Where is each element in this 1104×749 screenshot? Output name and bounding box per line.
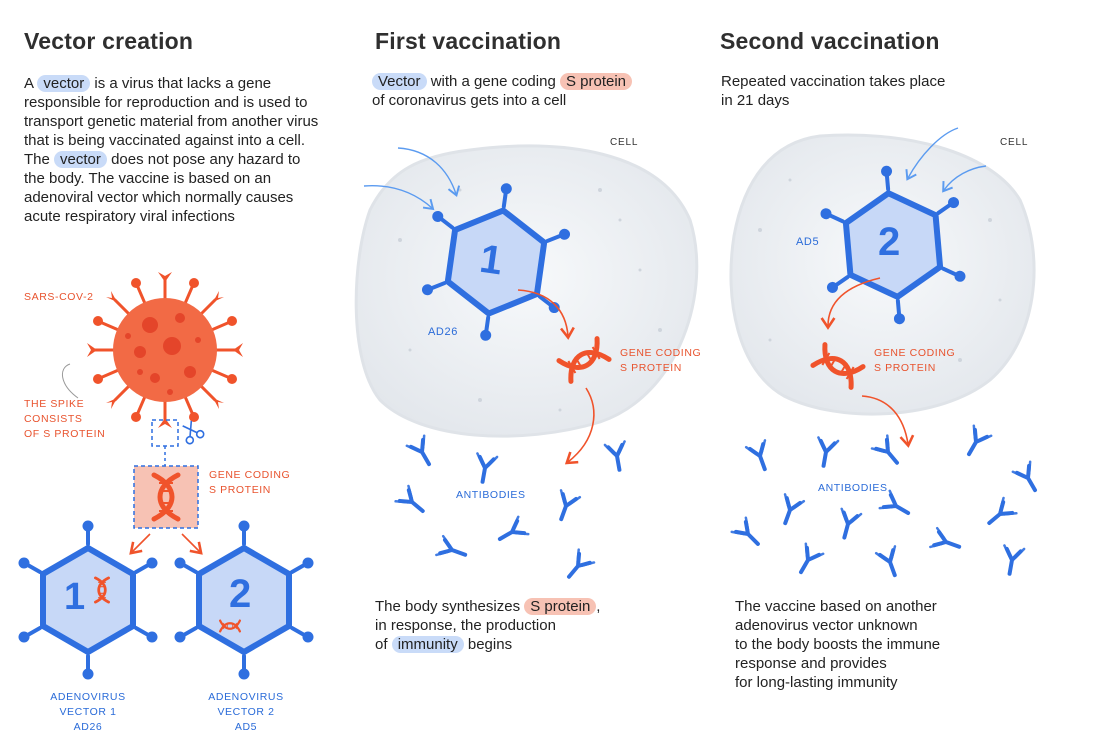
gene-coding-label: GENE CODING S PROTEIN bbox=[620, 346, 701, 376]
vector-highlight: vector bbox=[37, 75, 91, 92]
outro-line: to the body boosts the immune bbox=[735, 636, 941, 653]
gene-coding-label: GENE CODING S PROTEIN bbox=[209, 468, 290, 498]
para-text: A bbox=[24, 75, 34, 92]
sars-cov-2-label: SARS-COV-2 bbox=[24, 291, 94, 303]
para-text: The bbox=[24, 151, 50, 168]
second-vaccination-outro: The vaccine based on another adenovirus … bbox=[735, 597, 940, 692]
cell-label: CELL bbox=[610, 137, 639, 148]
outro-line: adenovirus vector unknown bbox=[735, 617, 918, 634]
outro-text: of bbox=[375, 636, 388, 653]
intro-text: of coronavirus gets into a cell bbox=[372, 92, 567, 109]
gene-label-line: GENE CODING bbox=[620, 347, 702, 359]
ad5-label: AD5 bbox=[796, 236, 820, 248]
antibodies-label: ANTIBODIES bbox=[818, 482, 888, 494]
para-text: does not pose any hazard to the body. Th… bbox=[24, 151, 301, 225]
outro-text: , bbox=[596, 598, 601, 615]
heading-second-vaccination: Second vaccination bbox=[720, 28, 940, 54]
outro-line: response and provides bbox=[735, 655, 887, 672]
second-vaccination-intro: Repeated vaccination takes place in 21 d… bbox=[721, 72, 945, 110]
ad26-label: AD26 bbox=[428, 326, 458, 338]
cell-label: CELL bbox=[1000, 137, 1029, 148]
immunity-highlight: immunity bbox=[391, 636, 464, 653]
adenovirus-icon bbox=[18, 520, 158, 680]
outro-line: for long-lasting immunity bbox=[735, 674, 898, 691]
vector-2-label: ADENOVIRUS VECTOR 2 AD5 bbox=[196, 690, 296, 735]
first-vaccination-intro: Vector with a gene coding S protein of c… bbox=[372, 72, 692, 110]
vector-1-label: ADENOVIRUS VECTOR 1 AD26 bbox=[38, 690, 138, 735]
antibody-icon bbox=[393, 433, 632, 586]
outro-text: The body synthesizes bbox=[375, 598, 521, 615]
outro-text: begins bbox=[467, 636, 513, 653]
antibodies-label: ANTIBODIES bbox=[456, 489, 526, 501]
gene-label-line: S PROTEIN bbox=[874, 362, 936, 374]
vector-label-line: AD26 bbox=[73, 721, 103, 733]
vector-label-line: ADENOVIRUS bbox=[50, 691, 126, 703]
adenovirus-icon bbox=[820, 165, 966, 325]
vector-creation-paragraph: A vector is a virus that lacks a gene re… bbox=[24, 74, 324, 226]
adenovirus-icon bbox=[421, 183, 571, 341]
heading-first-vaccination: First vaccination bbox=[375, 28, 562, 54]
gene-label-line: GENE CODING bbox=[874, 347, 956, 359]
vector-label-line: VECTOR 1 bbox=[59, 706, 117, 718]
antibody-icon bbox=[732, 423, 1046, 581]
vector-2-number: 2 bbox=[229, 572, 252, 616]
intro-line: in 21 days bbox=[721, 92, 790, 109]
para-text: is a virus that lacks a gene responsible… bbox=[24, 75, 319, 149]
intro-text: with a gene coding bbox=[430, 73, 556, 90]
gene-label-line: S PROTEIN bbox=[620, 362, 682, 374]
intro-line: Repeated vaccination takes place bbox=[721, 73, 946, 90]
gene-label-line: S PROTEIN bbox=[209, 484, 271, 496]
spike-label-line: OF S PROTEIN bbox=[24, 428, 106, 440]
vector-highlight: Vector bbox=[372, 73, 427, 90]
outro-line: The vaccine based on another bbox=[735, 598, 937, 615]
spike-label-line: CONSISTS bbox=[24, 413, 83, 425]
outro-text: in response, the production bbox=[375, 617, 556, 634]
vector-1-number: 1 bbox=[64, 576, 86, 618]
vector-label-line: VECTOR 2 bbox=[217, 706, 275, 718]
vector-highlight: vector bbox=[54, 151, 107, 168]
virus-number: 2 bbox=[878, 220, 901, 264]
s-protein-highlight: S protein bbox=[559, 73, 633, 90]
heading-vector-creation: Vector creation bbox=[24, 28, 194, 54]
spike-label-line: THE SPIKE bbox=[24, 398, 85, 410]
spike-label: THE SPIKE CONSISTS OF S PROTEIN bbox=[24, 397, 105, 442]
coronavirus-icon bbox=[87, 272, 243, 428]
gene-coding-label: GENE CODING S PROTEIN bbox=[874, 346, 955, 376]
vector-label-line: ADENOVIRUS bbox=[208, 691, 284, 703]
adenovirus-icon bbox=[174, 520, 314, 680]
s-protein-highlight: S protein bbox=[524, 598, 597, 615]
first-vaccination-outro: The body synthesizes S protein, in respo… bbox=[375, 597, 675, 654]
gene-label-line: GENE CODING bbox=[209, 469, 291, 481]
scissors-icon bbox=[182, 420, 205, 445]
vector-label-line: AD5 bbox=[234, 721, 258, 733]
